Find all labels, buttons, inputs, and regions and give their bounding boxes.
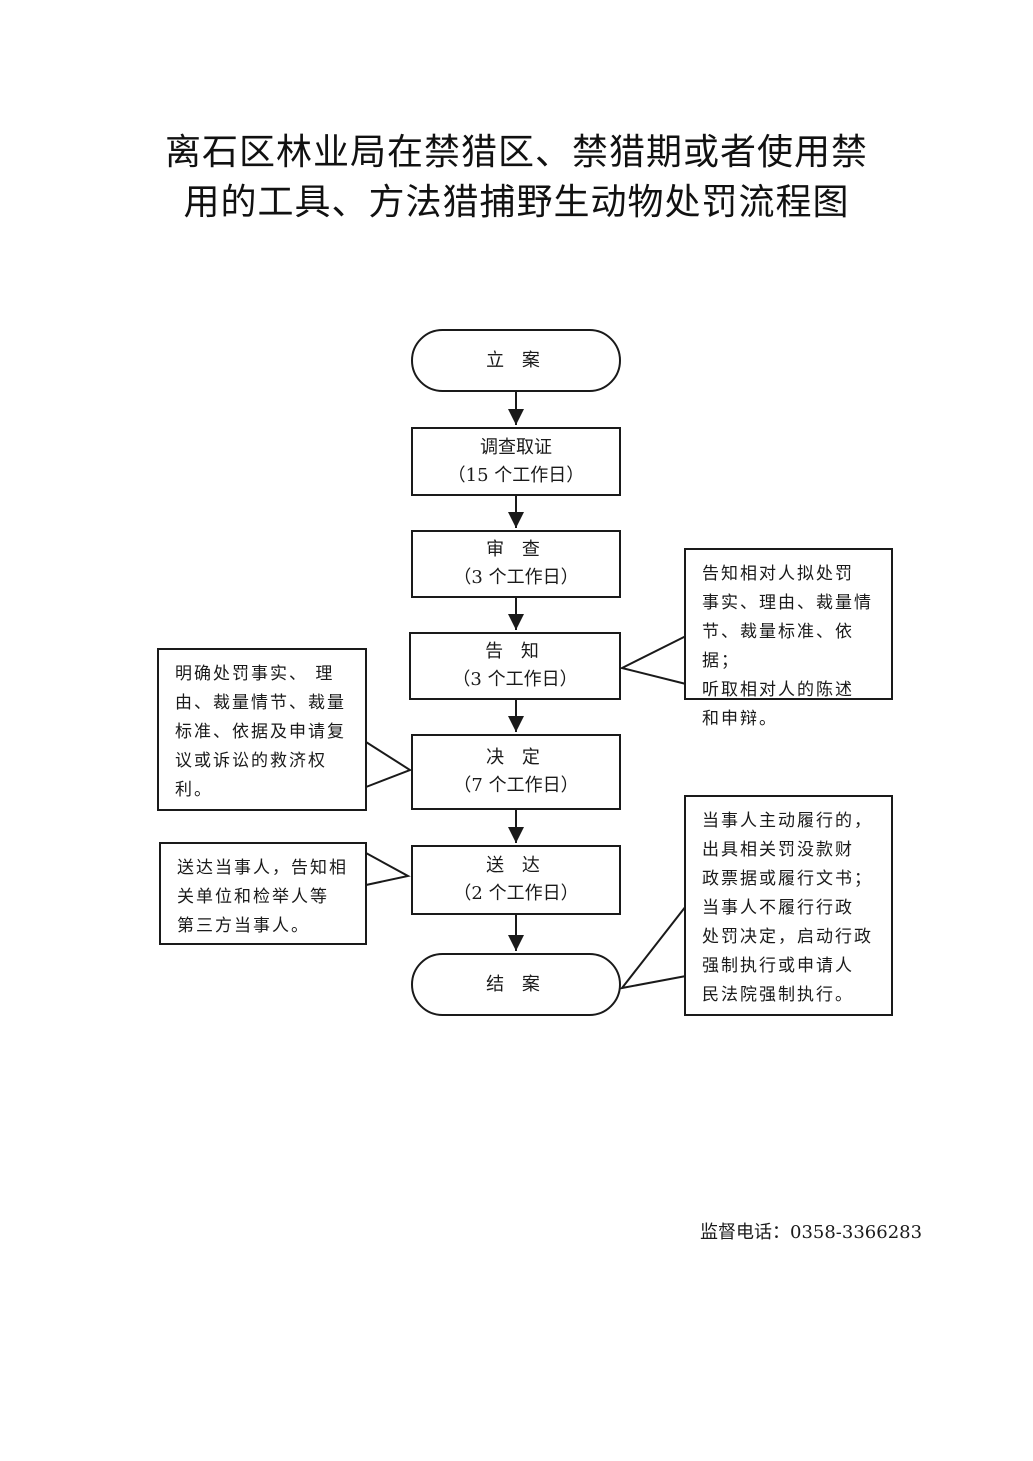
flow-node-decide: 决 定 （7 个工作日）: [411, 734, 621, 810]
flow-node-start-label: 立 案: [486, 349, 546, 371]
flow-node-notify-duration: （3 个工作日）: [452, 669, 578, 690]
flow-node-deliver: 送 达 （2 个工作日）: [411, 845, 621, 915]
page-title: 离石区林业局在禁猎区、禁猎期或者使用禁 用的工具、方法猎捕野生动物处罚流程图: [0, 128, 1033, 228]
note-notify: 告知相对人拟处罚 事实、理由、裁量情 节、裁量标准、依据； 听取相对人的陈述 和…: [684, 548, 893, 729]
flow-node-review: 审 查 （3 个工作日）: [411, 530, 621, 598]
callout-pointer-end: [619, 905, 687, 990]
title-line-2: 用的工具、方法猎捕野生动物处罚流程图: [183, 182, 850, 223]
flow-node-investigate-label: 调查取证: [480, 436, 552, 458]
flow-node-investigate-duration: （15 个工作日）: [447, 464, 585, 486]
note-deliver: 送达当事人，告知相 关单位和检举人等 第三方当事人。: [159, 842, 367, 945]
flow-node-end-label: 结 案: [486, 973, 546, 995]
note-end: 当事人主动履行的， 出具相关罚没款财 政票据或履行文书； 当事人不履行行政 处罚…: [684, 795, 893, 1016]
flow-node-review-label: 审 查: [486, 539, 546, 560]
callout-pointer-deliver: [365, 852, 411, 886]
flow-node-review-duration: （3 个工作日）: [453, 567, 579, 588]
flow-node-deliver-duration: （2 个工作日）: [453, 883, 579, 904]
callout-pointer-decide: [365, 741, 413, 788]
flow-node-decide-label: 决 定: [486, 747, 546, 768]
callout-pointer-notify: [619, 635, 687, 685]
title-line-1: 离石区林业局在禁猎区、禁猎期或者使用禁: [164, 132, 868, 173]
flow-node-decide-duration: （7 个工作日）: [453, 775, 579, 796]
note-decide: 明确处罚事实、 理 由、裁量情节、裁量 标准、依据及申请复 议或诉讼的救济权 利…: [157, 648, 367, 811]
flow-node-deliver-label: 送 达: [486, 855, 546, 876]
supervision-phone: 监督电话：0358-3366283: [700, 1222, 923, 1243]
flow-node-end: 结 案: [411, 953, 621, 1016]
flow-node-notify: 告 知 （3 个工作日）: [409, 632, 621, 700]
flow-node-start: 立 案: [411, 329, 621, 392]
flow-node-investigate: 调查取证 （15 个工作日）: [411, 427, 621, 496]
flow-node-notify-label: 告 知: [485, 641, 545, 662]
